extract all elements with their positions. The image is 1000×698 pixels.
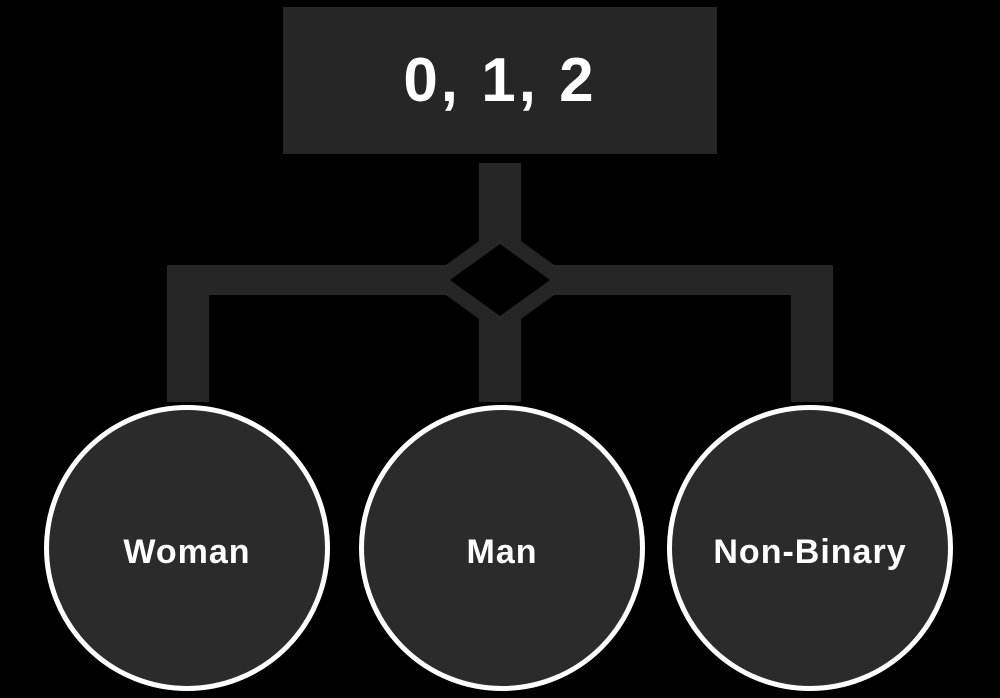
node-circle-woman: Woman xyxy=(44,405,330,691)
node-label-man: Man xyxy=(466,532,538,571)
node-label-non-binary: Non-Binary xyxy=(713,532,907,571)
root-node-label: 0, 1, 2 xyxy=(403,46,597,115)
node-label-woman: Woman xyxy=(123,532,251,571)
node-circle-non-binary: Non-Binary xyxy=(667,405,953,691)
connector-drop-left xyxy=(167,265,209,402)
connector-drop-right xyxy=(791,265,833,402)
node-circle-man: Man xyxy=(359,405,645,691)
root-node-box: 0, 1, 2 xyxy=(283,7,717,154)
diamond-junction-inner xyxy=(450,244,550,316)
